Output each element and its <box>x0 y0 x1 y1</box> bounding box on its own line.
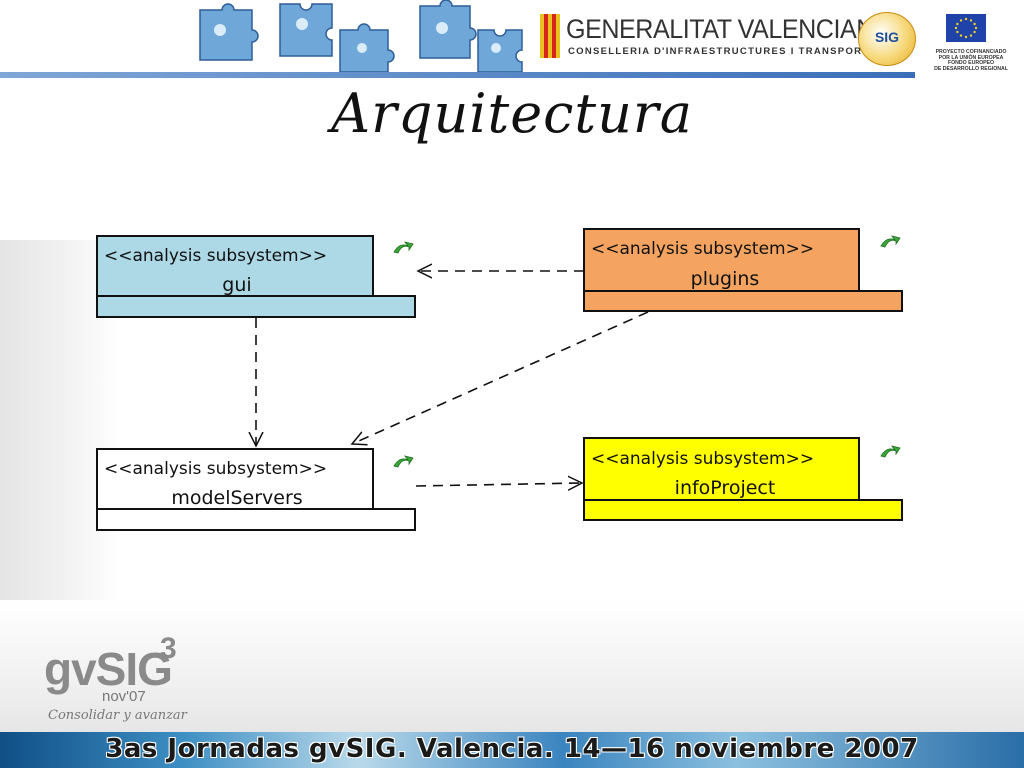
gvsig-edition-number: 3 <box>160 632 177 665</box>
eu-funding-line: DE DESARROLLO REGIONAL <box>934 65 1008 72</box>
package-gui-name: gui <box>222 274 251 296</box>
package-infoproject-compartment <box>583 499 903 521</box>
bottom-watermark-image <box>0 600 1024 732</box>
dependency-arrow <box>415 483 582 486</box>
dependency-arrows <box>256 271 649 486</box>
link-arrow-icon <box>880 235 901 248</box>
package-modelservers-name: modelServers <box>171 487 302 509</box>
eu-funding-line: PROYECTO COFINANCIADO <box>935 49 1007 55</box>
package-modelservers-stereotype: <<analysis subsystem>> <box>104 459 327 479</box>
package-plugins-name: plugins <box>691 268 760 290</box>
package-gui[interactable]: <<analysis subsystem>> gui <box>96 235 416 318</box>
package-plugins-stereotype: <<analysis subsystem>> <box>591 239 814 259</box>
gvsig-slogan: Consolidar y avanzar <box>48 708 187 723</box>
link-arrow-icon <box>880 445 901 458</box>
generalitat-valenciana-logo: GENERALITAT VALENCIANA CONSELLERIA D'INF… <box>540 14 891 62</box>
eu-funding-line: POR LA UNIÓN EUROPEA <box>938 54 1004 61</box>
header: GENERALITAT VALENCIANA CONSELLERIA D'INF… <box>0 0 1024 82</box>
gvsig-wordmark: gvSIG <box>44 643 173 695</box>
gvsig-logo-date: nov'07 <box>102 688 146 705</box>
eu-funding-note: PROYECTO COFINANCIADO POR LA UNIÓN EUROP… <box>922 49 1020 72</box>
link-arrow-icon <box>393 241 414 254</box>
package-plugins-header <box>583 228 860 292</box>
puzzle-pieces-icon <box>199 0 523 72</box>
footer-banner: 3as Jornadas gvSIG. Valencia. 14—16 novi… <box>0 732 1024 768</box>
link-arrow-icon <box>393 455 414 468</box>
government-department: CONSELLERIA D'INFRAESTRUCTURES I TRANSPO… <box>568 46 870 57</box>
slide-title: Arquitectura <box>331 82 693 145</box>
package-modelservers-compartment <box>96 508 416 531</box>
conference-banner-text: 3as Jornadas gvSIG. Valencia. 14—16 novi… <box>105 734 919 764</box>
gvsig-badge-text: SIG <box>874 29 900 45</box>
package-infoproject-name: infoProject <box>675 477 776 499</box>
package-gui-compartment <box>96 295 416 318</box>
gvsig-badge-logo: SIG <box>858 12 916 66</box>
package-infoproject-stereotype: <<analysis subsystem>> <box>591 449 814 469</box>
eu-flag-icon <box>946 14 986 42</box>
package-modelservers[interactable]: <<analysis subsystem>> modelServers <box>96 448 416 531</box>
package-gui-header <box>96 235 374 297</box>
package-gui-stereotype: <<analysis subsystem>> <box>104 246 327 266</box>
gvsig-conference-logo: gvSIG 3 nov'07 Consolidar y avanzar <box>40 632 240 732</box>
header-divider <box>0 72 915 78</box>
government-name: GENERALITAT VALENCIANA <box>566 14 891 44</box>
eu-funding-line: FONDO EUROPEO <box>947 60 995 67</box>
package-infoproject-header <box>583 437 860 501</box>
package-plugins-compartment <box>583 290 903 312</box>
generalitat-shield-icon <box>540 14 560 58</box>
package-plugins[interactable]: <<analysis subsystem>> plugins <box>583 228 903 312</box>
package-infoproject[interactable]: <<analysis subsystem>> infoProject <box>583 437 903 521</box>
dependency-arrow <box>352 311 649 444</box>
